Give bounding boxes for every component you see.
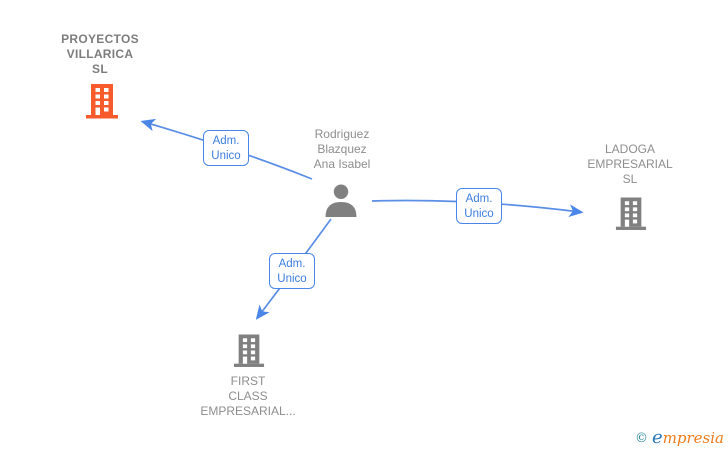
building-icon-ladoga[interactable] (615, 196, 647, 236)
node-label-line: SL (92, 62, 108, 76)
edge-label-line: Unico (464, 207, 494, 220)
node-label-line: Ana Isabel (313, 157, 371, 171)
node-label-line: FIRST (230, 374, 266, 388)
node-label-proyectos-villarica[interactable]: PROYECTOS VILLARICA SL (61, 32, 139, 77)
node-label-line: LADOGA (604, 142, 656, 156)
node-label-ladoga[interactable]: LADOGA EMPRESARIAL SL (587, 142, 672, 187)
node-label-person[interactable]: Rodriguez Blazquez Ana Isabel (314, 127, 371, 172)
edge-label-line: Adm. (212, 135, 240, 147)
node-label-line: Rodriguez (314, 127, 370, 141)
edge-label-line: Unico (211, 149, 241, 162)
edge-label-adm-unico-proyectos[interactable]: Adm. Unico (203, 130, 249, 166)
edge-label-line: Unico (277, 272, 307, 285)
node-label-line: Blazquez (317, 142, 367, 156)
node-label-line: CLASS (228, 389, 268, 403)
node-label-line: PROYECTOS (61, 32, 139, 46)
node-label-first-class[interactable]: FIRST CLASS EMPRESARIAL... (200, 374, 295, 419)
building-icon-first-class[interactable] (233, 333, 265, 373)
building-icon-proyectos-villarica[interactable] (85, 83, 119, 124)
edge-label-adm-unico-ladoga[interactable]: Adm. Unico (456, 188, 502, 224)
node-label-line: EMPRESARIAL (587, 157, 673, 171)
edge-label-line: Adm. (278, 258, 306, 270)
brand-wordmark: mpresia (662, 429, 724, 447)
copyright-icon: © (635, 431, 649, 446)
edge-label-line: Adm. (465, 193, 493, 205)
node-label-line: SL (622, 172, 638, 186)
edge-label-adm-unico-first-class[interactable]: Adm. Unico (269, 253, 315, 289)
person-icon[interactable] (323, 184, 359, 222)
node-label-line: VILLARICA (66, 47, 134, 61)
empresia-logo[interactable]: ©empresia (635, 427, 724, 448)
node-label-line: EMPRESARIAL... (200, 404, 296, 418)
brand-letter-e: e (652, 427, 663, 448)
